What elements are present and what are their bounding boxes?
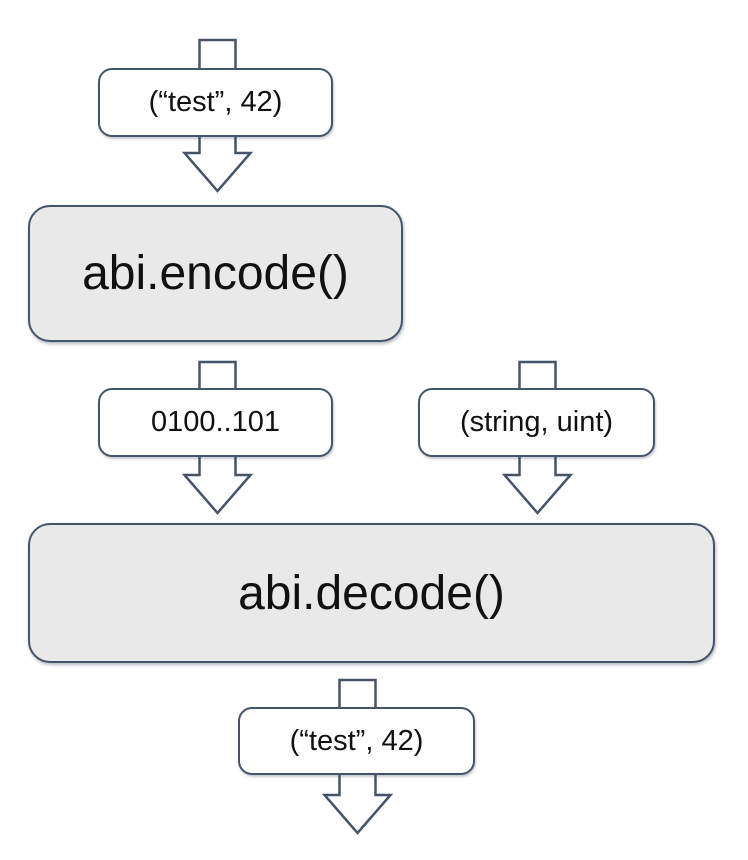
abi-decode-process-box: abi.decode()	[28, 523, 715, 663]
types-tuple-label: (string, uint)	[418, 388, 655, 457]
output-tuple-label: (“test”, 42)	[238, 707, 475, 775]
abi-encode-process-box: abi.encode()	[28, 205, 403, 342]
encoded-bytes-label: 0100..101	[98, 388, 333, 457]
input-tuple-label: (“test”, 42)	[98, 68, 333, 137]
